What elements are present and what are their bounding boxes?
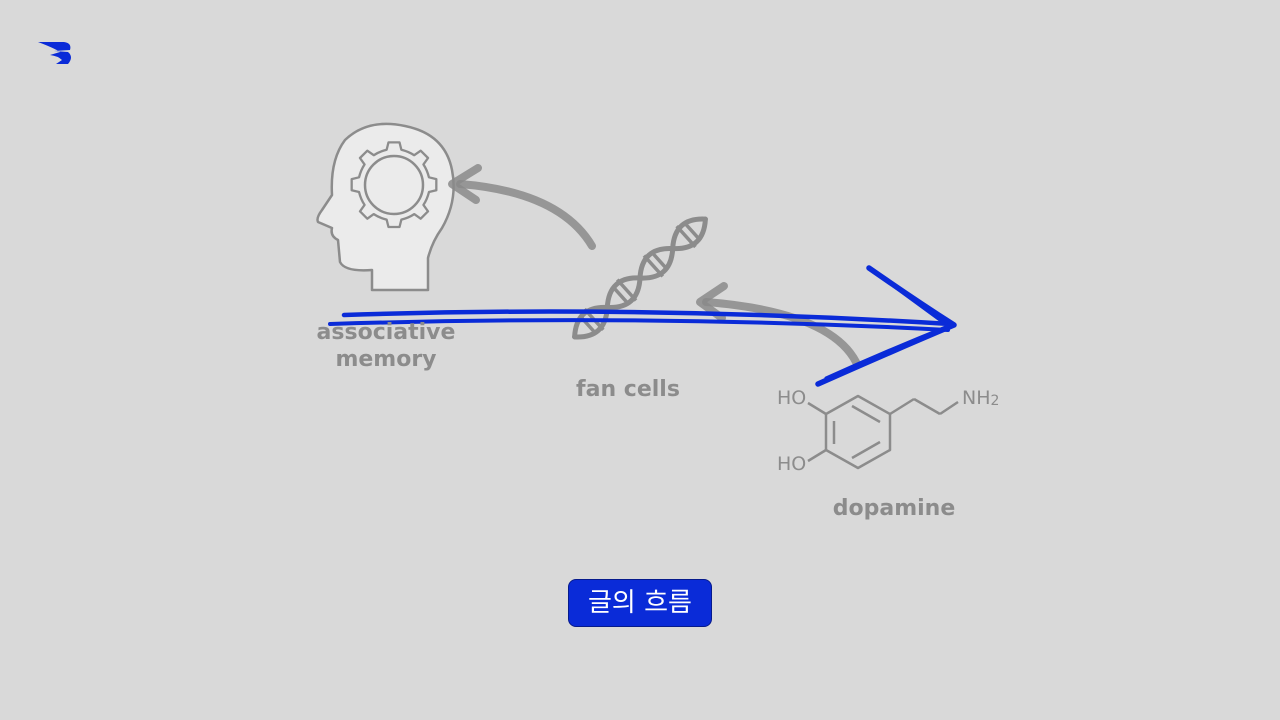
brand-logo-icon [38, 42, 71, 64]
dopamine-amine: NH2 [962, 387, 999, 411]
head-gear-icon [316, 122, 455, 292]
amine-subscript: 2 [990, 393, 1000, 409]
associative-memory-label-line2: memory [335, 347, 437, 372]
associative-memory-label: associative memory [300, 319, 472, 373]
dopamine-label: dopamine [832, 496, 956, 521]
dopamine-ho-bottom: HO [777, 453, 807, 475]
dopamine-structure-icon [807, 394, 959, 470]
flow-arrow [328, 265, 957, 387]
associative-memory-label-line1: associative [316, 320, 456, 345]
edge-fan-to-memory [448, 164, 596, 250]
dna-icon [572, 216, 708, 340]
fan-cells-label: fan cells [576, 377, 680, 402]
flow-badge[interactable]: 글의 흐름 [568, 579, 712, 627]
gear-icon [350, 141, 438, 229]
amine-text: NH [962, 387, 991, 409]
dopamine-ho-top: HO [777, 387, 807, 409]
